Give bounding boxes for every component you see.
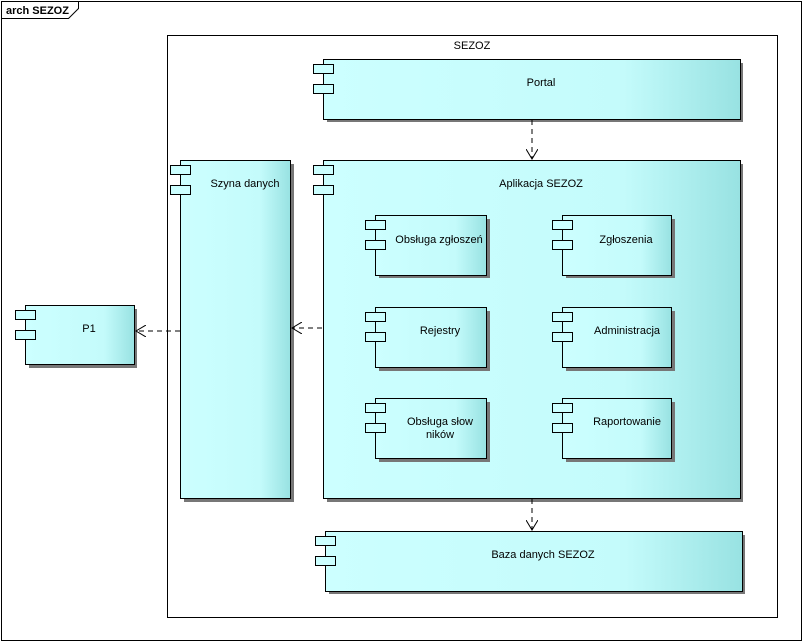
component-zgloszenia[interactable]: Zgłoszenia bbox=[552, 215, 676, 279]
portal-label: Portal bbox=[527, 77, 556, 89]
component-baza-danych[interactable]: Baza danych SEZOZ bbox=[315, 531, 746, 595]
component-portal[interactable]: Portal bbox=[313, 59, 744, 123]
system-label: SEZOZ bbox=[454, 40, 491, 52]
component-obsluga-slownikow[interactable]: Obsługa słow ników bbox=[365, 398, 491, 463]
component-administracja[interactable]: Administracja bbox=[552, 307, 676, 372]
obsluga-zgloszen-label: Obsługa zgłoszeń bbox=[395, 234, 482, 246]
component-szyna-danych[interactable]: Szyna danych bbox=[170, 160, 295, 503]
aplikacja-label: Aplikacja SEZOZ bbox=[499, 178, 583, 190]
obsluga-slownikow-label-line1: Obsługa słow bbox=[407, 416, 473, 428]
raportowanie-label: Raportowanie bbox=[593, 416, 661, 428]
baza-label: Baza danych SEZOZ bbox=[491, 549, 595, 561]
frame-title: arch SEZOZ bbox=[6, 5, 69, 17]
obsluga-slownikow-label-line2: ników bbox=[426, 429, 454, 441]
component-p1[interactable]: P1 bbox=[15, 305, 138, 369]
administracja-label: Administracja bbox=[594, 325, 661, 337]
component-obsluga-zgloszen[interactable]: Obsługa zgłoszeń bbox=[365, 215, 491, 279]
component-raportowanie[interactable]: Raportowanie bbox=[552, 398, 676, 463]
szyna-label: Szyna danych bbox=[210, 178, 279, 190]
component-rejestry[interactable]: Rejestry bbox=[365, 307, 491, 372]
p1-label: P1 bbox=[82, 323, 95, 335]
zgloszenia-label: Zgłoszenia bbox=[599, 234, 653, 246]
rejestry-label: Rejestry bbox=[420, 325, 461, 337]
